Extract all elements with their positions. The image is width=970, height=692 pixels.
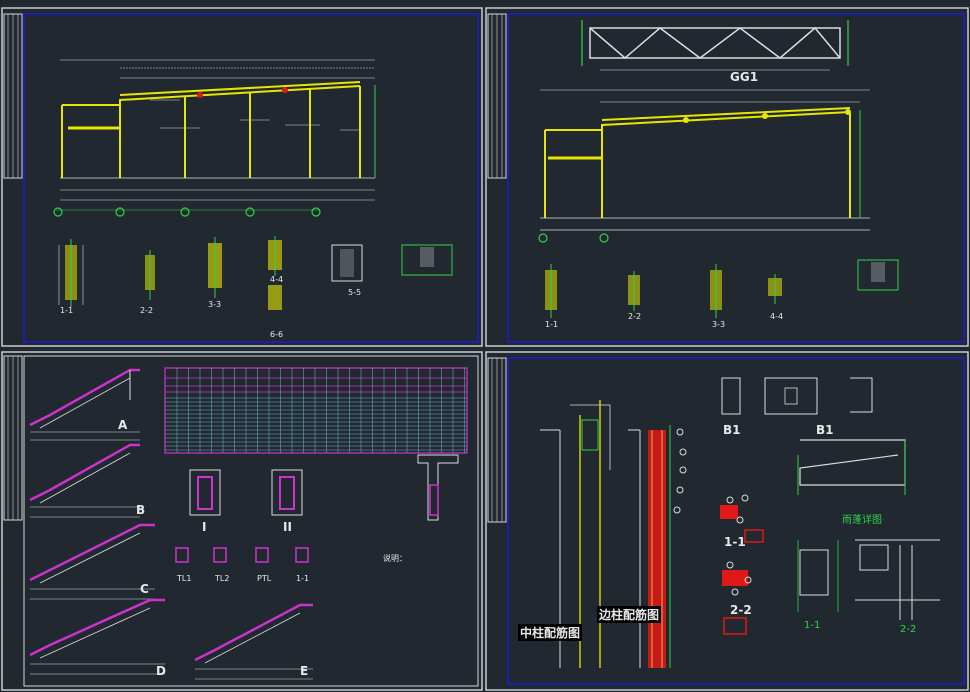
mid-column-title: 中柱配筋图 bbox=[518, 624, 583, 641]
stair-label-e: E bbox=[300, 664, 309, 678]
stair-label-c: C bbox=[140, 582, 149, 596]
stair-details bbox=[175, 454, 459, 563]
canopy-details bbox=[721, 377, 940, 620]
section-label-4: 4-4 bbox=[270, 275, 284, 284]
stair-label-d: D bbox=[156, 664, 166, 678]
frame-elevation-1 bbox=[53, 59, 376, 217]
tr-section-2: 2-2 bbox=[628, 312, 642, 321]
canopy-detail-b1b: B1 bbox=[816, 423, 834, 437]
section-label-5: 5-5 bbox=[348, 288, 362, 297]
notes-title: 说明： bbox=[383, 554, 407, 563]
rain-canopy-title: 雨蓬详图 bbox=[842, 515, 882, 526]
title-block-lines bbox=[7, 14, 503, 522]
tr-section-3: 3-3 bbox=[712, 320, 726, 329]
col-section-2-2: 2-2 bbox=[730, 603, 752, 617]
small-label-ptl: PTL bbox=[257, 574, 272, 583]
rebar-schedule-table bbox=[164, 367, 468, 454]
sections-row-2 bbox=[545, 259, 899, 318]
truss-gg1 bbox=[581, 20, 849, 71]
sheet-bottom-left bbox=[1, 351, 483, 691]
column-sections bbox=[720, 494, 764, 635]
detail-label-i: I bbox=[202, 520, 207, 534]
detail-label-ii: II bbox=[283, 520, 292, 534]
canopy-detail-b1a: B1 bbox=[723, 423, 741, 437]
node-label-2-2: 2-2 bbox=[900, 624, 917, 635]
section-label-2: 2-2 bbox=[140, 306, 154, 315]
node-label-1-1: 1-1 bbox=[804, 620, 821, 631]
stair-label-a: A bbox=[118, 418, 128, 432]
small-label-tl2: TL2 bbox=[215, 574, 230, 583]
small-label-1-1: 1-1 bbox=[296, 574, 310, 583]
stair-sections bbox=[29, 368, 313, 680]
tr-section-1: 1-1 bbox=[545, 320, 559, 329]
sheet-top-left bbox=[1, 7, 483, 347]
sheet-bottom-right bbox=[485, 351, 969, 691]
small-label-tl1: TL1 bbox=[177, 574, 192, 583]
side-column-title: 边柱配筋图 bbox=[597, 606, 662, 623]
tr-section-4: 4-4 bbox=[770, 312, 784, 321]
sections-row-1 bbox=[58, 236, 453, 310]
frame-elevation-2 bbox=[538, 89, 870, 243]
col-section-1-1: 1-1 bbox=[724, 535, 746, 549]
stair-label-b: B bbox=[136, 503, 146, 517]
truss-title: GG1 bbox=[730, 70, 759, 84]
side-column-elevation bbox=[628, 425, 687, 668]
section-label-1: 1-1 bbox=[60, 306, 74, 315]
section-label-3: 3-3 bbox=[208, 300, 222, 309]
section-label-6: 6-6 bbox=[270, 330, 284, 339]
